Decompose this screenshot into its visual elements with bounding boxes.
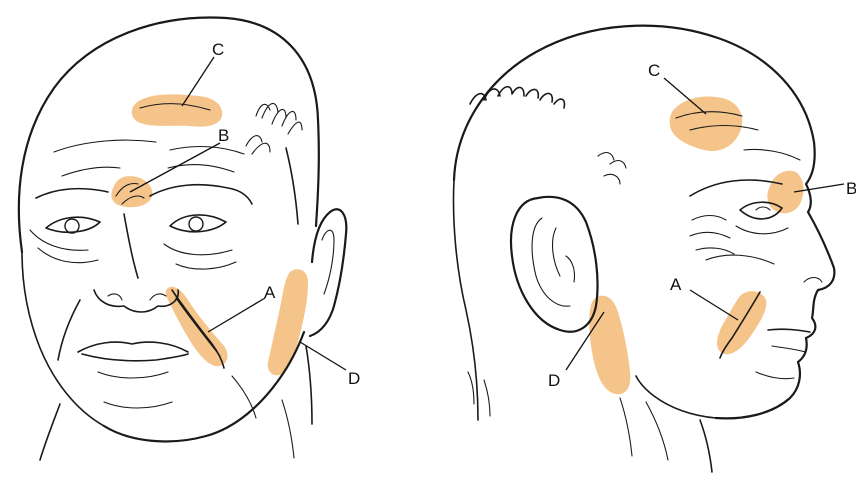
- profile-highlight-b-brow: [767, 171, 803, 214]
- profile-leader-a: [690, 290, 738, 320]
- front-ear: [310, 209, 346, 336]
- profile-neck-front: [700, 420, 712, 472]
- front-neck-right: [306, 346, 312, 424]
- profile-lower-lip: [772, 346, 806, 352]
- front-head-outline: [19, 18, 319, 252]
- front-jowl-fold: [232, 376, 256, 418]
- front-nostrils: [108, 294, 166, 300]
- profile-nostril: [804, 278, 822, 283]
- front-upper-lip: [78, 342, 188, 352]
- front-nose-tip: [94, 290, 178, 312]
- front-right-eye: [164, 215, 236, 269]
- profile-ear-inner: [532, 218, 570, 306]
- front-neck-fold: [282, 400, 294, 458]
- front-chin-crease: [104, 402, 172, 408]
- profile-jaw-line: [636, 376, 716, 418]
- profile-ear: [511, 197, 598, 332]
- profile-head-outline: [454, 26, 814, 180]
- front-view-head: C B A D: [19, 18, 360, 460]
- front-right-eyebrow: [150, 185, 252, 204]
- profile-label-a: A: [670, 275, 682, 294]
- profile-label-d: D: [548, 371, 560, 390]
- front-highlight-regions: [111, 94, 308, 375]
- profile-back-head: [454, 180, 479, 420]
- profile-label-b: B: [846, 179, 856, 198]
- front-highlight-c-forehead: [132, 94, 222, 126]
- front-label-c: C: [212, 40, 224, 59]
- front-neck-left: [40, 404, 60, 460]
- profile-back-neck-strokes: [468, 372, 490, 416]
- front-temple-line: [286, 148, 298, 224]
- profile-temple-strokes: [598, 153, 626, 184]
- profile-neck-lines: [620, 398, 668, 460]
- profile-label-c: C: [648, 61, 660, 80]
- front-label-d: D: [348, 369, 360, 388]
- front-lower-lip: [98, 372, 168, 378]
- front-nasolabial-left: [58, 300, 80, 360]
- profile-eye: [736, 202, 788, 234]
- front-label-a: A: [264, 283, 276, 302]
- profile-view-head: C B A D: [454, 26, 856, 472]
- front-left-eyebrow: [36, 189, 108, 198]
- front-leader-a: [208, 298, 265, 332]
- front-nose-bridge: [124, 214, 138, 278]
- profile-chin-crease: [756, 372, 794, 379]
- profile-highlight-regions: [589, 97, 803, 395]
- front-left-eye: [30, 217, 100, 263]
- front-mouth-line: [82, 354, 188, 361]
- profile-crow-feet: [690, 216, 734, 255]
- front-ear-inner: [322, 230, 334, 294]
- profile-mouth-line: [768, 329, 810, 332]
- front-label-b: B: [218, 126, 229, 145]
- profile-highlight-c-forehead: [670, 97, 743, 151]
- profile-cheekbone: [706, 255, 774, 264]
- front-hair-tufts: [246, 103, 302, 154]
- profile-ear-canal: [566, 256, 575, 282]
